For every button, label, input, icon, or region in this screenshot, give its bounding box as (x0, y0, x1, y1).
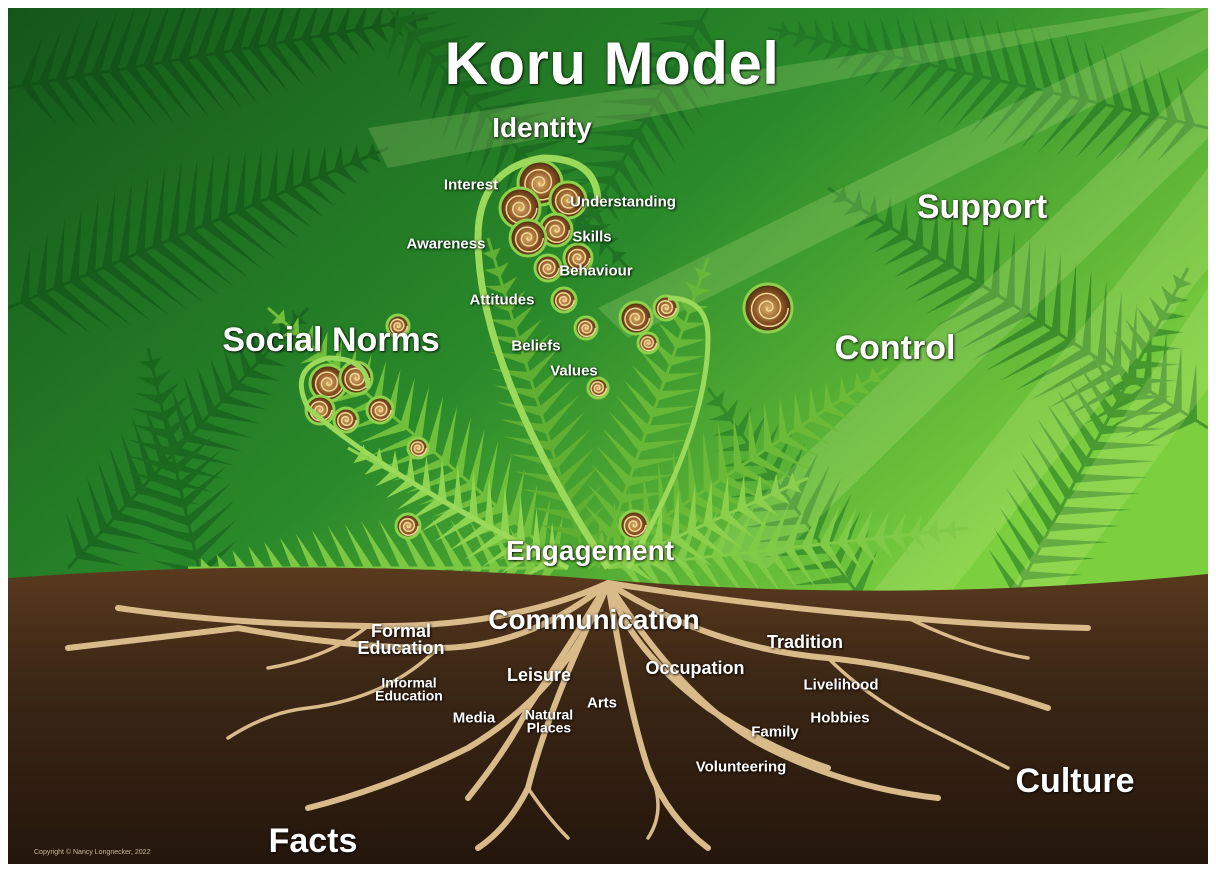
poster-artwork (8, 8, 1208, 864)
label-hobbies: Hobbies (810, 711, 869, 726)
label-control: Control (835, 331, 956, 365)
label-leisure: Leisure (507, 666, 571, 684)
label-skills: Skills (572, 230, 611, 245)
label-support: Support (917, 190, 1047, 224)
koru-spiral (588, 378, 608, 398)
copyright-notice: Copyright © Nancy Longnecker, 2022 (34, 849, 150, 856)
koru-spiral (552, 288, 576, 312)
label-tradition: Tradition (767, 633, 843, 651)
label-volunteering: Volunteering (696, 760, 787, 775)
label-media: Media (453, 711, 496, 726)
koru-spiral (334, 408, 358, 432)
label-informal-education: Informal Education (375, 677, 443, 704)
label-family: Family (751, 725, 799, 740)
label-arts: Arts (587, 696, 617, 711)
label-understanding: Understanding (570, 195, 676, 210)
label-facts: Facts (269, 824, 358, 858)
label-culture: Culture (1016, 764, 1135, 798)
koru-spiral (638, 333, 658, 353)
koru-spiral (620, 302, 652, 334)
label-attitudes: Attitudes (470, 293, 535, 308)
poster-title: Koru Model (445, 34, 780, 94)
label-natural-places: Natural Places (525, 709, 573, 736)
label-beliefs: Beliefs (511, 339, 560, 354)
koru-spiral (535, 255, 561, 281)
label-identity: Identity (492, 114, 592, 142)
label-occupation: Occupation (645, 659, 744, 677)
label-social-norms: Social Norms (222, 323, 439, 357)
label-awareness: Awareness (407, 237, 486, 252)
label-values: Values (550, 364, 598, 379)
label-engagement: Engagement (506, 537, 674, 565)
koru-model-poster: Koru Model Identity Interest Understandi… (8, 8, 1208, 864)
koru-spiral (744, 284, 792, 332)
label-communication: Communication (488, 606, 700, 634)
koru-spiral (408, 438, 428, 458)
koru-spiral (575, 317, 597, 339)
label-livelihood: Livelihood (804, 678, 879, 693)
label-behaviour: Behaviour (559, 264, 632, 279)
koru-spiral (396, 514, 420, 538)
label-formal-education: Formal Education (357, 623, 444, 657)
label-interest: Interest (444, 178, 498, 193)
koru-spiral (367, 397, 393, 423)
koru-spiral (510, 220, 546, 256)
